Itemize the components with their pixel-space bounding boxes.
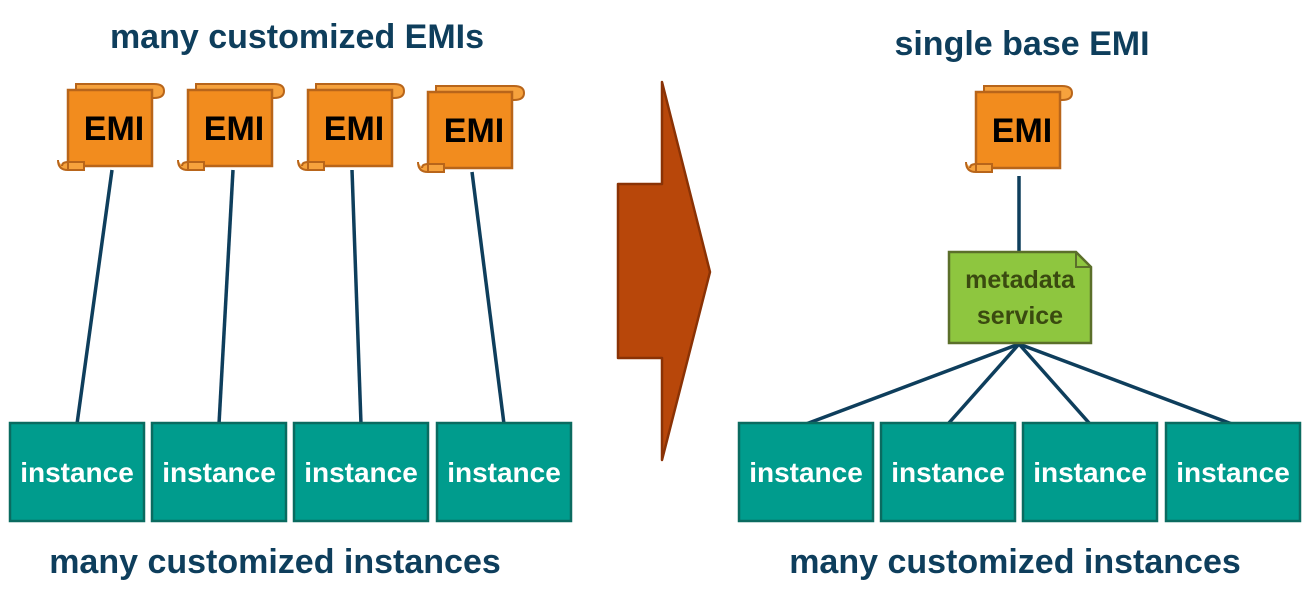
connector-line: [1017, 342, 1092, 426]
instance-label: instance: [1033, 457, 1147, 488]
connector-line: [470, 171, 506, 425]
instance-label: instance: [749, 457, 863, 488]
instance-label: instance: [891, 457, 1005, 488]
left-instance-2: instance: [150, 421, 288, 523]
left-emi-1: EMI: [56, 82, 166, 172]
left-connectors: [75, 169, 506, 425]
right-emi: EMI: [964, 84, 1074, 174]
right-footer: many customized instances: [789, 543, 1241, 581]
right-instance-2: instance: [879, 421, 1017, 523]
metadata-service-line1: metadata: [965, 266, 1076, 294]
instance-label: instance: [162, 457, 276, 488]
connector-line: [805, 342, 1020, 426]
right-title: single base EMI: [894, 25, 1149, 63]
emi-label: EMI: [84, 110, 144, 148]
right-instance-3: instance: [1021, 421, 1159, 523]
connector-line: [75, 169, 114, 425]
emi-label: EMI: [324, 110, 384, 148]
emi-label: EMI: [204, 110, 264, 148]
connector-line: [217, 169, 235, 425]
metadata-service-box: metadata service: [947, 250, 1093, 345]
connector-line: [1018, 342, 1233, 426]
right-instance-4: instance: [1164, 421, 1302, 523]
left-title: many customized EMIs: [110, 18, 484, 56]
instance-label: instance: [447, 457, 561, 488]
left-instance-1: instance: [8, 421, 146, 523]
emi-label: EMI: [992, 112, 1052, 150]
left-emi-4: EMI: [416, 84, 526, 174]
instance-label: instance: [1176, 457, 1290, 488]
chevron-arrow-icon: [616, 80, 712, 462]
left-instance-3: instance: [292, 421, 430, 523]
left-emi-3: EMI: [296, 82, 406, 172]
instance-label: instance: [20, 457, 134, 488]
left-emi-2: EMI: [176, 82, 286, 172]
left-instance-4: instance: [435, 421, 573, 523]
metadata-service-line2: service: [977, 302, 1063, 330]
emi-label: EMI: [444, 112, 504, 150]
left-footer: many customized instances: [49, 543, 501, 581]
right-instance-1: instance: [737, 421, 875, 523]
instance-label: instance: [304, 457, 418, 488]
connector-line: [946, 342, 1021, 426]
right-connectors: [805, 176, 1233, 426]
connector-line: [350, 169, 363, 425]
